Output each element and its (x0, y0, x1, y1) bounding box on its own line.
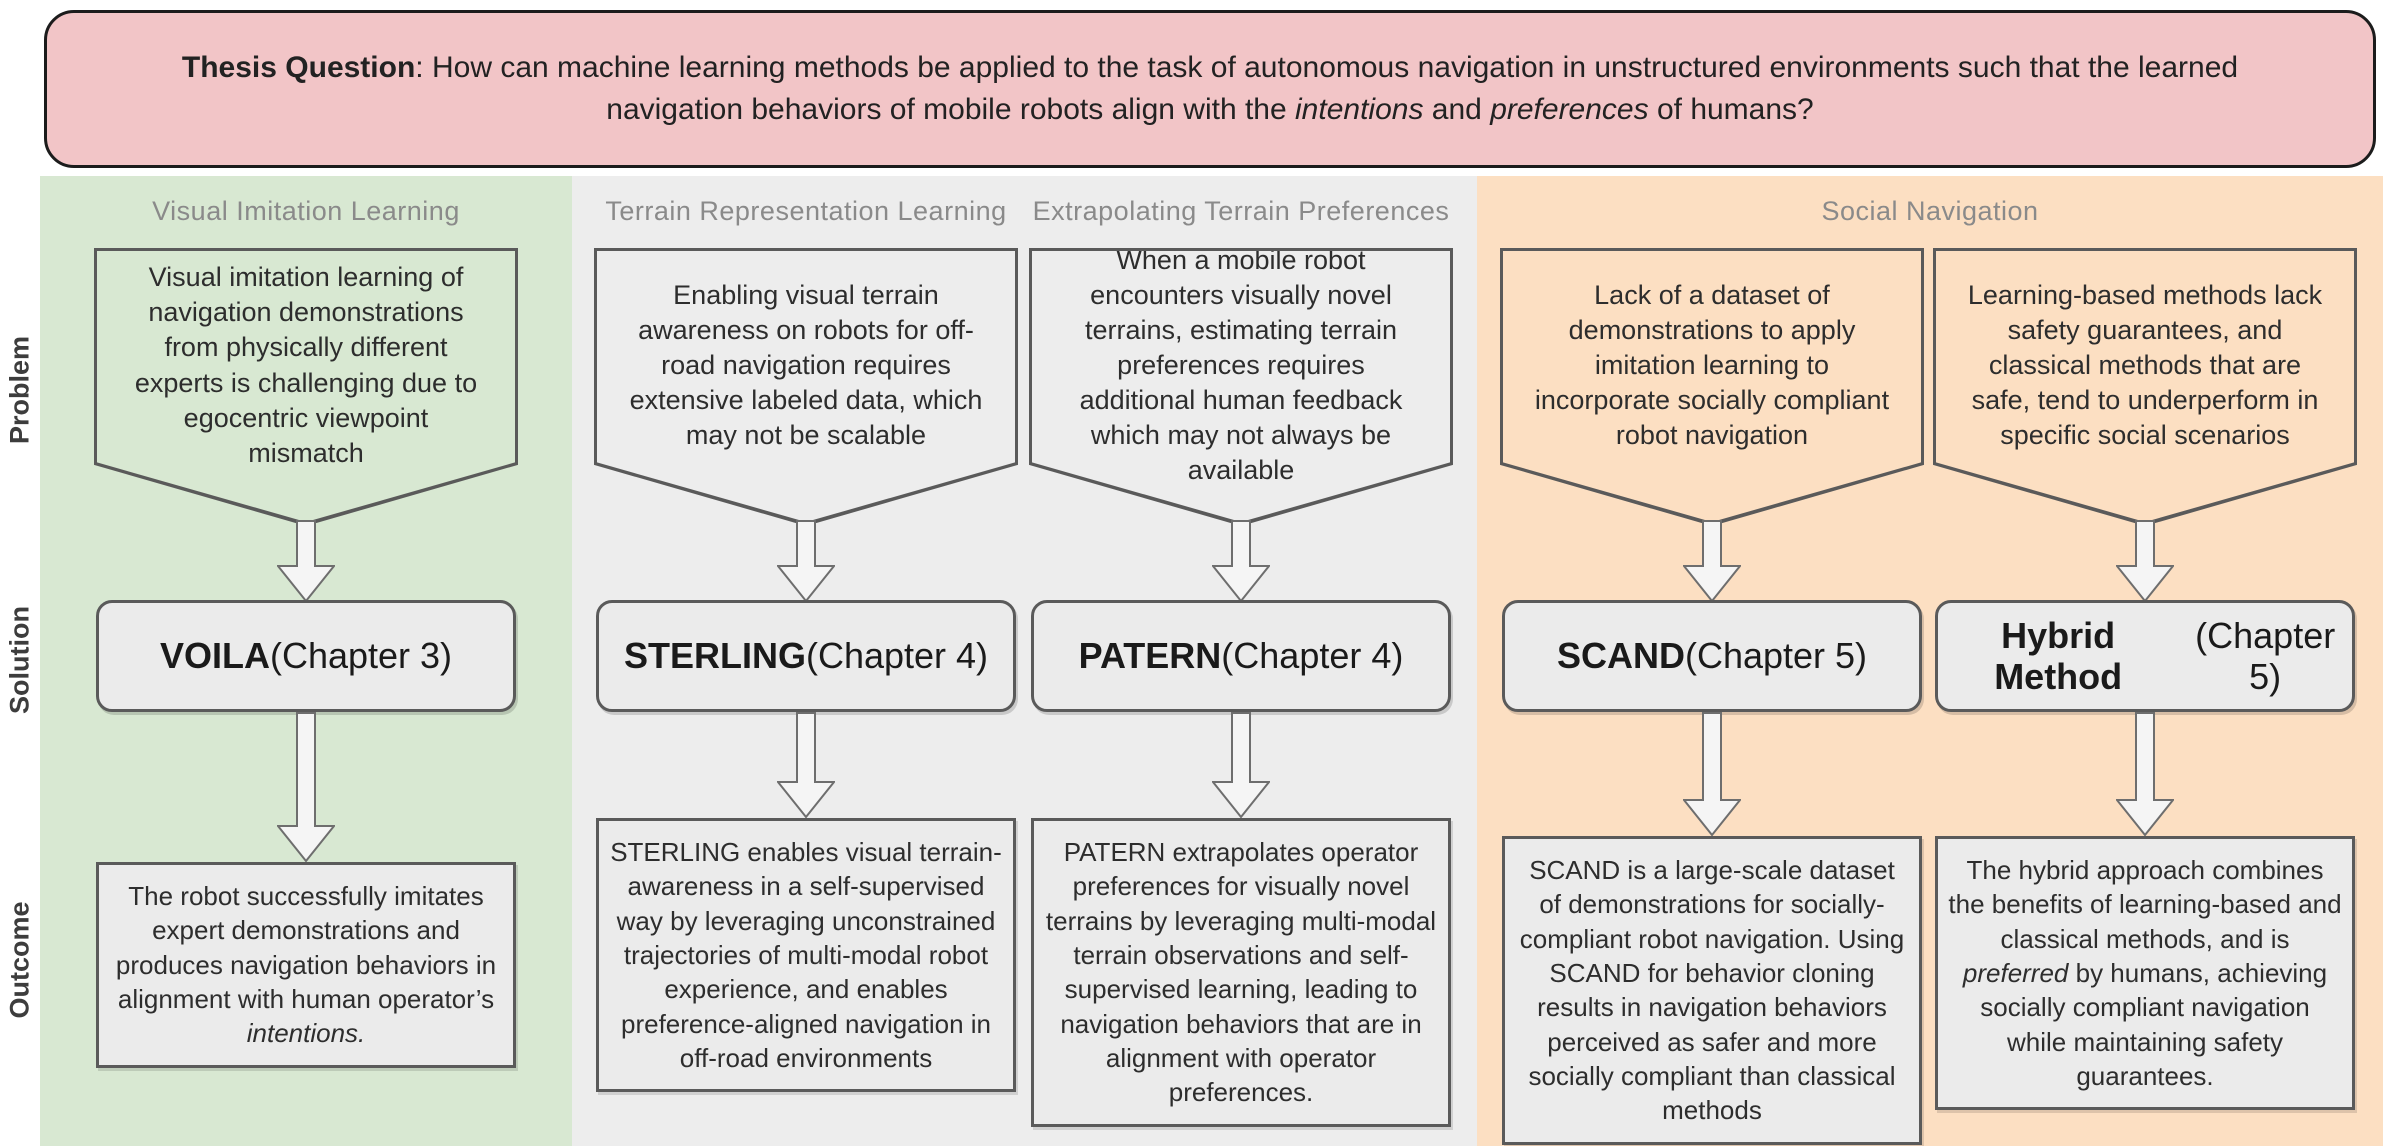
down-arrow-icon (277, 712, 335, 862)
problem-box-scand: Lack of a dataset of demonstrations to a… (1500, 248, 1924, 526)
problem-box-patern: When a mobile robot encounters visually … (1029, 248, 1453, 526)
problem-text-scand: Lack of a dataset of demonstrations to a… (1503, 251, 1921, 522)
outcome-box-voila: The robot successfully imitates expert d… (96, 862, 516, 1068)
down-arrow-icon (1683, 520, 1741, 602)
solution-box-sterling: STERLING (Chapter 4) (596, 600, 1016, 712)
problem-text-patern: When a mobile robot encounters visually … (1032, 251, 1450, 522)
problem-text-sterling: Enabling visual terrain awareness on rob… (597, 251, 1015, 522)
problem-text-voila: Visual imitation learning of navigation … (97, 251, 515, 522)
solution-box-hybrid: Hybrid Method(Chapter 5) (1935, 600, 2355, 712)
solution-box-voila: VOILA (Chapter 3) (96, 600, 516, 712)
solution-box-scand: SCAND (Chapter 5) (1502, 600, 1922, 712)
down-arrow-icon (1212, 520, 1270, 602)
down-arrow-icon (1212, 712, 1270, 818)
outcome-box-scand: SCAND is a large-scale dataset of demons… (1502, 836, 1922, 1145)
row-label-problem: Problem (4, 335, 35, 445)
solution-box-patern: PATERN (Chapter 4) (1031, 600, 1451, 712)
down-arrow-icon (777, 520, 835, 602)
down-arrow-icon (2116, 520, 2174, 602)
header-extrapolating-terrain-preferences: Extrapolating Terrain Preferences (1032, 195, 1450, 226)
outcome-box-hybrid: The hybrid approach combines the benefit… (1935, 836, 2355, 1111)
row-label-solution: Solution (4, 606, 35, 714)
outcome-box-sterling: STERLING enables visual terrain-awarenes… (596, 818, 1016, 1093)
header-terrain-representation-learning: Terrain Representation Learning (605, 195, 1007, 226)
header-social-navigation: Social Navigation (1821, 195, 2039, 226)
problem-box-voila: Visual imitation learning of navigation … (94, 248, 518, 526)
outcome-box-patern: PATERN extrapolates operator preferences… (1031, 818, 1451, 1127)
row-label-outcome: Outcome (4, 901, 35, 1019)
thesis-question-text: Thesis Question: How can machine learnin… (181, 51, 2239, 126)
down-arrow-icon (277, 520, 335, 602)
problem-box-sterling: Enabling visual terrain awareness on rob… (594, 248, 1018, 526)
thesis-question-box: Thesis Question: How can machine learnin… (44, 10, 2376, 168)
down-arrow-icon (2116, 712, 2174, 836)
problem-text-hybrid: Learning-based methods lack safety guara… (1936, 251, 2354, 522)
down-arrow-icon (777, 712, 835, 818)
down-arrow-icon (1683, 712, 1741, 836)
header-visual-imitation-learning: Visual Imitation Learning (152, 195, 460, 226)
problem-box-hybrid: Learning-based methods lack safety guara… (1933, 248, 2357, 526)
